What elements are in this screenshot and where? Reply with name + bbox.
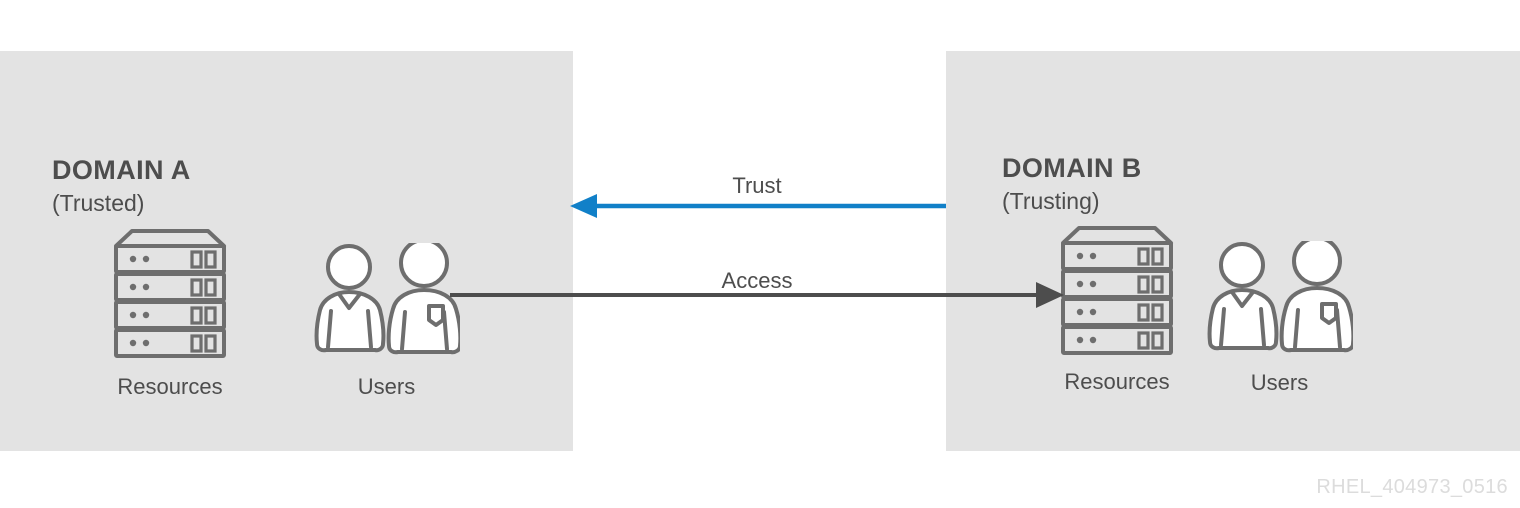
domain-a-users: Users bbox=[313, 238, 463, 399]
access-arrow-label: Access bbox=[721, 268, 793, 293]
trust-arrow-label: Trust bbox=[732, 173, 782, 198]
domain-b-users-label: Users bbox=[1250, 370, 1309, 395]
domain-a-subtitle: (Trusted) bbox=[52, 190, 145, 216]
domain-a-panel: DOMAIN A (Trusted) bbox=[0, 51, 573, 451]
server-rack-icon bbox=[114, 229, 226, 358]
document-id-watermark: RHEL_404973_0516 bbox=[1316, 476, 1508, 498]
domain-a-title: DOMAIN A bbox=[52, 155, 191, 185]
server-rack-icon bbox=[1061, 226, 1173, 355]
domain-a-resources-label: Resources bbox=[117, 374, 223, 399]
domain-b-resources-label: Resources bbox=[1064, 369, 1170, 394]
two-people-icon bbox=[314, 238, 463, 355]
domain-b-subtitle: (Trusting) bbox=[1002, 188, 1100, 214]
domain-b-title: DOMAIN B bbox=[1002, 153, 1142, 183]
domain-b-panel: DOMAIN B (Trusting) bbox=[946, 51, 1520, 451]
domain-b-users: Users bbox=[1206, 236, 1356, 395]
domain-a-users-label: Users bbox=[357, 374, 416, 399]
two-people-icon bbox=[1207, 236, 1356, 353]
domain-b-resources: Resources bbox=[1055, 221, 1179, 394]
domain-a-resources: Resources bbox=[108, 224, 232, 399]
